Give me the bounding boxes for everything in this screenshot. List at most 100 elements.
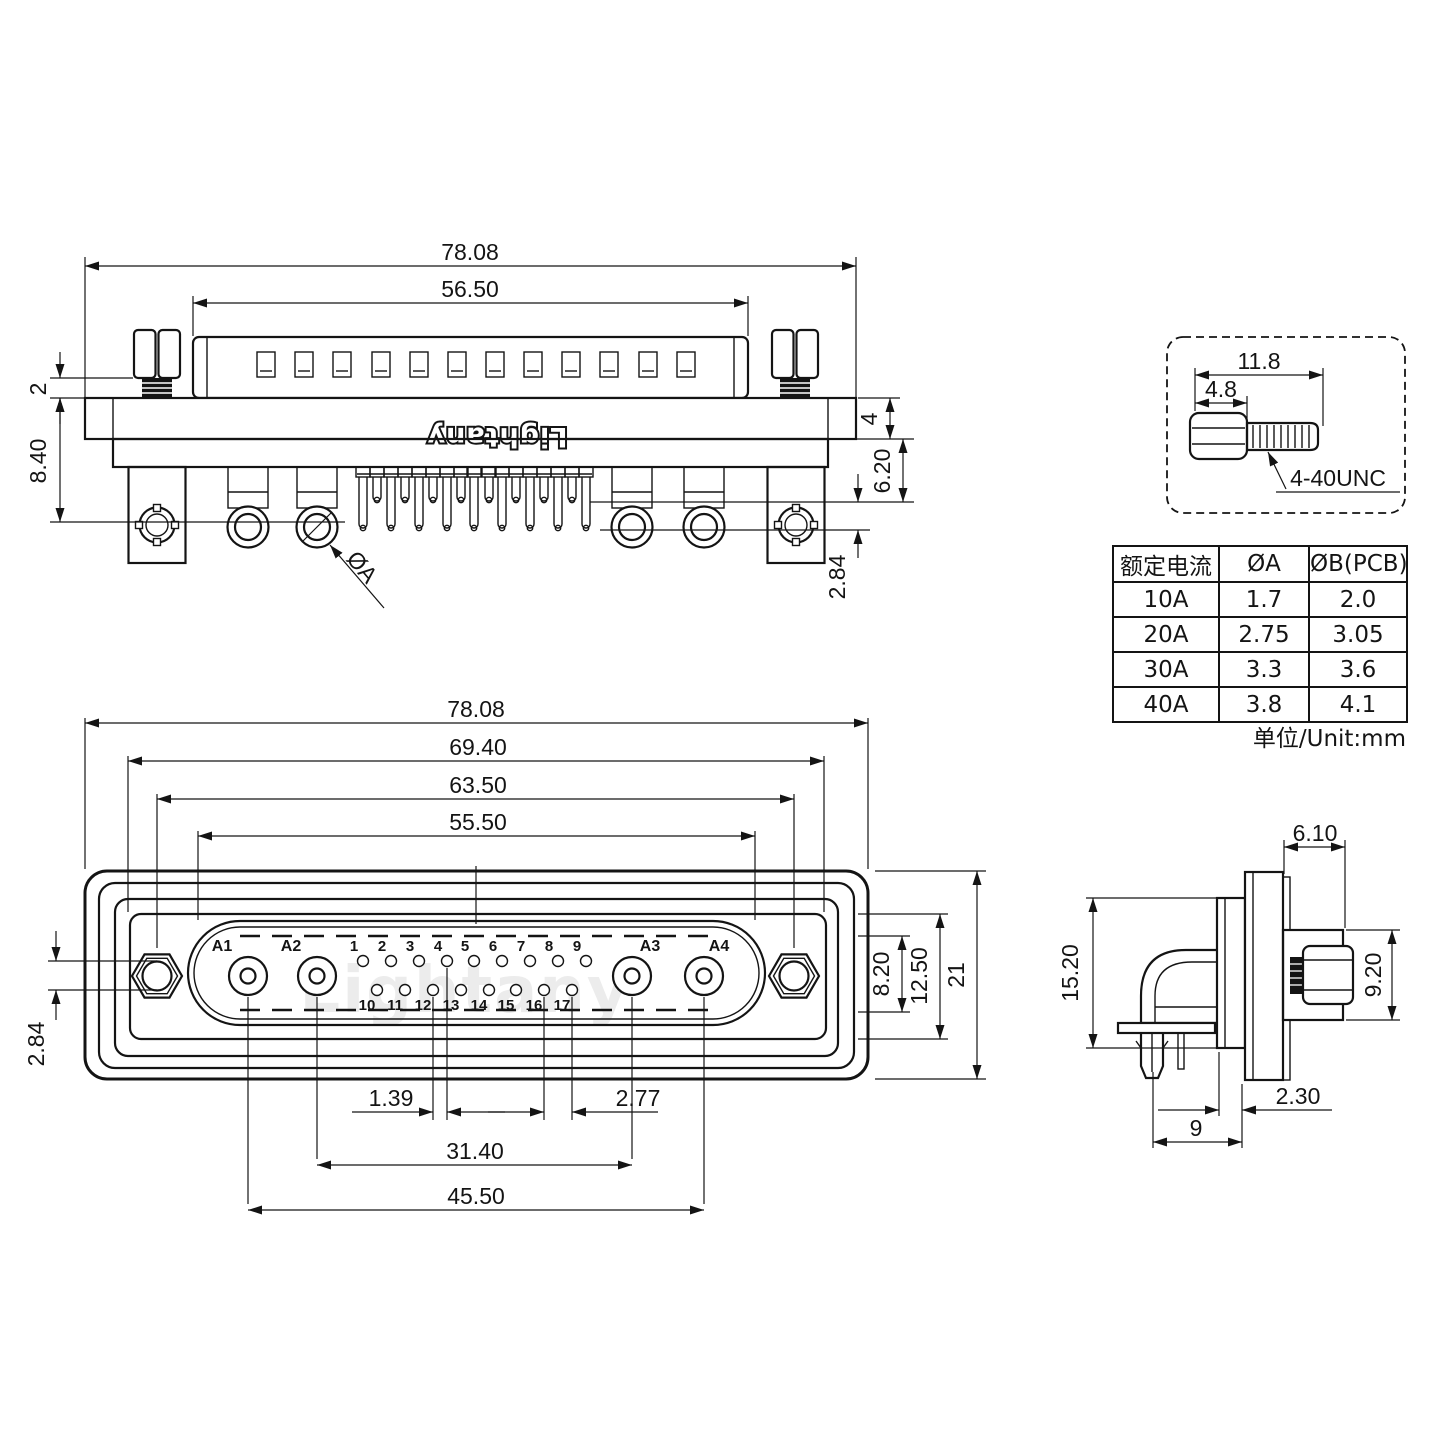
rear-power-contact-a2 bbox=[295, 465, 339, 549]
cell-phi-a-40a: 3.8 bbox=[1218, 686, 1310, 723]
cell-current-10a: 10A bbox=[1112, 581, 1220, 618]
dim-rear-pin-stagger: 2.84 bbox=[824, 554, 850, 599]
brand-engraving: Lightany bbox=[427, 421, 568, 452]
pin-label-a3: A3 bbox=[640, 938, 661, 955]
table-row: 10A 1.7 2.0 bbox=[1112, 581, 1408, 618]
pin-label-9: 9 bbox=[573, 938, 581, 955]
pin-label-11: 11 bbox=[387, 997, 403, 1014]
col-header-phi-a: ØA bbox=[1218, 545, 1310, 583]
spec-table-container: 额定电流 ØA ØB(PCB) 10A 1.7 2.0 20A 2.75 3.0… bbox=[1112, 545, 1408, 723]
rear-jackscrew-left bbox=[132, 328, 182, 397]
cell-current-20a: 20A bbox=[1112, 616, 1220, 653]
dim-front-row-offset: 2.84 bbox=[23, 1021, 49, 1066]
col-header-phi-b: ØB(PCB) bbox=[1308, 545, 1408, 583]
rear-signal-pins bbox=[355, 466, 594, 532]
pin-label-1: 1 bbox=[350, 938, 358, 955]
thread-spec-label: 4-40UNC bbox=[1290, 465, 1386, 491]
rear-flange bbox=[83, 396, 858, 441]
rear-view: Lightany bbox=[25, 239, 914, 609]
side-shell bbox=[1215, 896, 1247, 1050]
cell-phi-b-30a: 3.6 bbox=[1308, 651, 1408, 688]
side-view: 6.10 15.20 9.20 2.30 9 bbox=[1057, 820, 1400, 1148]
dim-front-overall-width: 78.08 bbox=[447, 696, 505, 722]
side-pcb-pin bbox=[1177, 1032, 1185, 1070]
table-row: 30A 3.3 3.6 bbox=[1112, 651, 1408, 688]
dim-side-body-height: 15.20 bbox=[1057, 944, 1083, 1002]
pin-label-6: 6 bbox=[489, 938, 497, 955]
dim-front-insert-width: 55.50 bbox=[449, 809, 507, 835]
rear-power-contact-a3 bbox=[610, 465, 654, 549]
dim-screw-head: 4.8 bbox=[1205, 376, 1237, 402]
cell-phi-a-10a: 1.7 bbox=[1218, 581, 1310, 618]
pin-label-14: 14 bbox=[471, 997, 488, 1014]
screw-drawing bbox=[1188, 411, 1320, 461]
dim-front-pitch: 2.77 bbox=[616, 1085, 661, 1111]
rear-power-contact-a1 bbox=[226, 465, 270, 549]
dim-front-overall-height: 21 bbox=[943, 962, 969, 988]
cell-phi-b-10a: 2.0 bbox=[1308, 581, 1408, 618]
side-snap-leg bbox=[1139, 1033, 1165, 1080]
screw-detail: 11.8 4.8 4-40UNC bbox=[1166, 336, 1406, 514]
side-elbow bbox=[1139, 948, 1217, 1025]
dim-rear-bracket-drop: 8.40 bbox=[25, 439, 51, 484]
front-power-contact-a4 bbox=[683, 955, 725, 997]
pin-label-10: 10 bbox=[359, 997, 376, 1014]
pin-label-4: 4 bbox=[434, 938, 443, 955]
cell-current-30a: 30A bbox=[1112, 651, 1220, 688]
dim-screw-length: 11.8 bbox=[1237, 348, 1280, 374]
pin-label-a4: A4 bbox=[709, 938, 730, 955]
dim-side-pin-to-face: 2.30 bbox=[1276, 1083, 1321, 1109]
cell-phi-a-20a: 2.75 bbox=[1218, 616, 1310, 653]
dim-rear-standoff: 6.20 bbox=[869, 449, 895, 494]
unit-note: 单位/Unit:mm bbox=[1252, 726, 1406, 752]
front-body: A1 A2 A3 A4 1 2 3 4 5 6 7 8 9 10 11 12 1… bbox=[83, 869, 870, 1081]
side-nut bbox=[1301, 944, 1355, 1006]
dim-front-nut-span: 63.50 bbox=[449, 772, 507, 798]
pin-label-3: 3 bbox=[406, 938, 414, 955]
front-dimensions: 78.08 69.40 63.50 55.50 2.84 bbox=[23, 696, 986, 1215]
dim-front-frame-height: 12.50 bbox=[906, 947, 932, 1005]
dim-front-a1-a4-span: 45.50 bbox=[447, 1183, 505, 1209]
dim-rear-overall-width: 78.08 bbox=[441, 239, 499, 265]
pin-label-15: 15 bbox=[498, 997, 515, 1014]
cell-phi-b-20a: 3.05 bbox=[1308, 616, 1408, 653]
pin-label-2: 2 bbox=[378, 938, 386, 955]
side-dimensions: 6.10 15.20 9.20 2.30 9 bbox=[1057, 820, 1400, 1148]
rear-dimensions: 78.08 56.50 2 8.40 4 6.20 bbox=[25, 239, 914, 599]
rear-power-contact-a4 bbox=[682, 465, 726, 549]
pin-label-a2: A2 bbox=[281, 938, 302, 955]
rear-body: Lightany bbox=[83, 328, 858, 609]
dim-rear-flange-thickness: 4 bbox=[856, 412, 882, 425]
front-view: Lightany bbox=[23, 696, 986, 1215]
rear-housing bbox=[191, 335, 750, 400]
table-row: 40A 3.8 4.1 bbox=[1112, 686, 1408, 723]
dim-front-insert-height: 8.20 bbox=[868, 952, 894, 997]
dim-front-half-pitch: 1.39 bbox=[369, 1085, 414, 1111]
pin-label-16: 16 bbox=[526, 997, 543, 1014]
cell-phi-b-40a: 4.1 bbox=[1308, 686, 1408, 723]
dim-side-depth: 9 bbox=[1190, 1115, 1203, 1141]
detail-border bbox=[1166, 336, 1406, 514]
cell-current-40a: 40A bbox=[1112, 686, 1220, 723]
front-power-contact-a1 bbox=[227, 955, 269, 997]
front-signal-pins-top bbox=[356, 954, 593, 968]
dim-front-a2-a3-span: 31.40 bbox=[446, 1138, 504, 1164]
front-power-contact-a2 bbox=[296, 955, 338, 997]
side-spacer bbox=[1116, 1021, 1217, 1035]
side-thread bbox=[1290, 957, 1303, 994]
pin-label-17: 17 bbox=[554, 997, 571, 1014]
pin-label-8: 8 bbox=[545, 938, 553, 955]
pin-label-13: 13 bbox=[443, 997, 460, 1014]
col-header-rated-current: 额定电流 bbox=[1112, 545, 1220, 583]
rear-jackscrew-right bbox=[770, 328, 820, 397]
pin-label-7: 7 bbox=[517, 938, 525, 955]
side-body bbox=[1116, 870, 1355, 1082]
cell-phi-a-30a: 3.3 bbox=[1218, 651, 1310, 688]
table-row: 20A 2.75 3.05 bbox=[1112, 616, 1408, 653]
phi-a-label: ØA bbox=[341, 546, 383, 589]
dim-front-frame-width: 69.40 bbox=[449, 734, 507, 760]
front-power-contact-a3 bbox=[611, 955, 653, 997]
front-hex-nut-right bbox=[767, 953, 821, 999]
pin-label-12: 12 bbox=[415, 997, 432, 1014]
